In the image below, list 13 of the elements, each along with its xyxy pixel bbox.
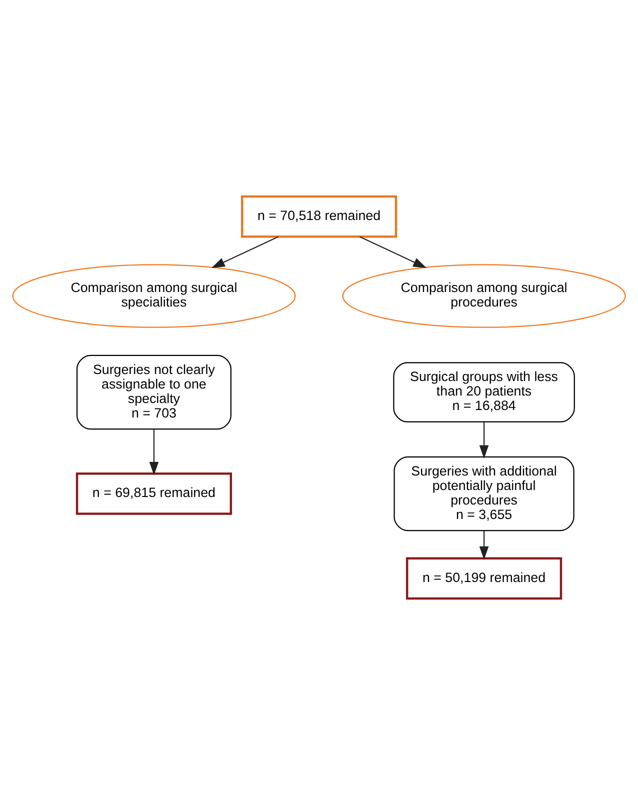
node-box: Surgeries not clearly assignable to one specialty n = 703: [76, 354, 232, 430]
node-box: n = 50,199 remained: [406, 557, 562, 600]
node-box: n = 69,815 remained: [76, 472, 232, 515]
arrow: [479, 530, 489, 560]
arrow: [149, 429, 159, 476]
arrow: [479, 422, 489, 459]
node-ellipse: Comparison among surgical specialities: [12, 264, 296, 328]
node-box: n = 70,518 remained: [240, 195, 398, 238]
node-box: Surgeries with additional potentially painful procedures n = 3,655: [394, 456, 574, 532]
node-ellipse: Comparison among surgical procedures: [342, 264, 626, 328]
node-box: Surgical groups with less than 20 patients n = 16,884: [393, 362, 575, 422]
arrow: [360, 236, 427, 268]
arrow: [211, 236, 278, 268]
